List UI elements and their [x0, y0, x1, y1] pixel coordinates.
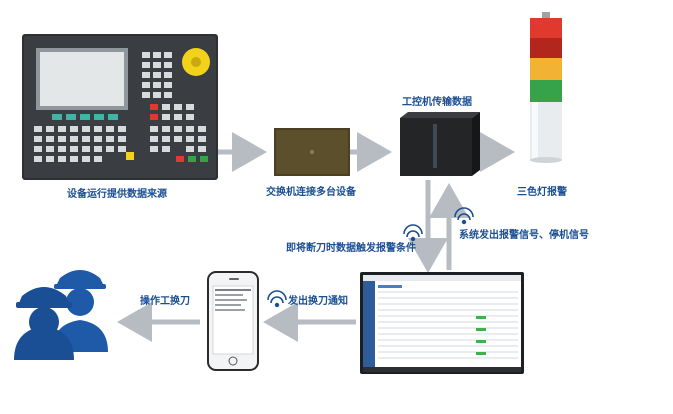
monitor-dashboard	[360, 272, 524, 374]
label-cnc-source: 设备运行提供数据来源	[67, 189, 167, 200]
network-switch	[274, 128, 350, 176]
cnc-controller-panel	[22, 34, 218, 180]
wifi-icon	[403, 224, 423, 242]
label-tower-light: 三色灯报警	[517, 187, 567, 198]
label-operator: 操作工换刀	[140, 296, 190, 307]
industrial-pc	[400, 112, 480, 176]
label-ipc: 工控机传输数据	[402, 97, 472, 108]
label-system-alarm: 系统发出报警信号、停机信号	[459, 230, 589, 241]
smartphone	[207, 271, 259, 371]
label-switch: 交换机连接多台设备	[266, 187, 356, 198]
flow-arrows	[117, 132, 515, 342]
tower-light	[530, 12, 562, 163]
label-trigger-alarm: 即将断刀时数据触发报警条件	[286, 243, 416, 254]
operator-workers-icon	[14, 270, 108, 360]
wifi-icon	[267, 290, 287, 308]
wifi-icon	[454, 207, 474, 225]
label-send-notice: 发出换刀通知	[288, 296, 348, 307]
